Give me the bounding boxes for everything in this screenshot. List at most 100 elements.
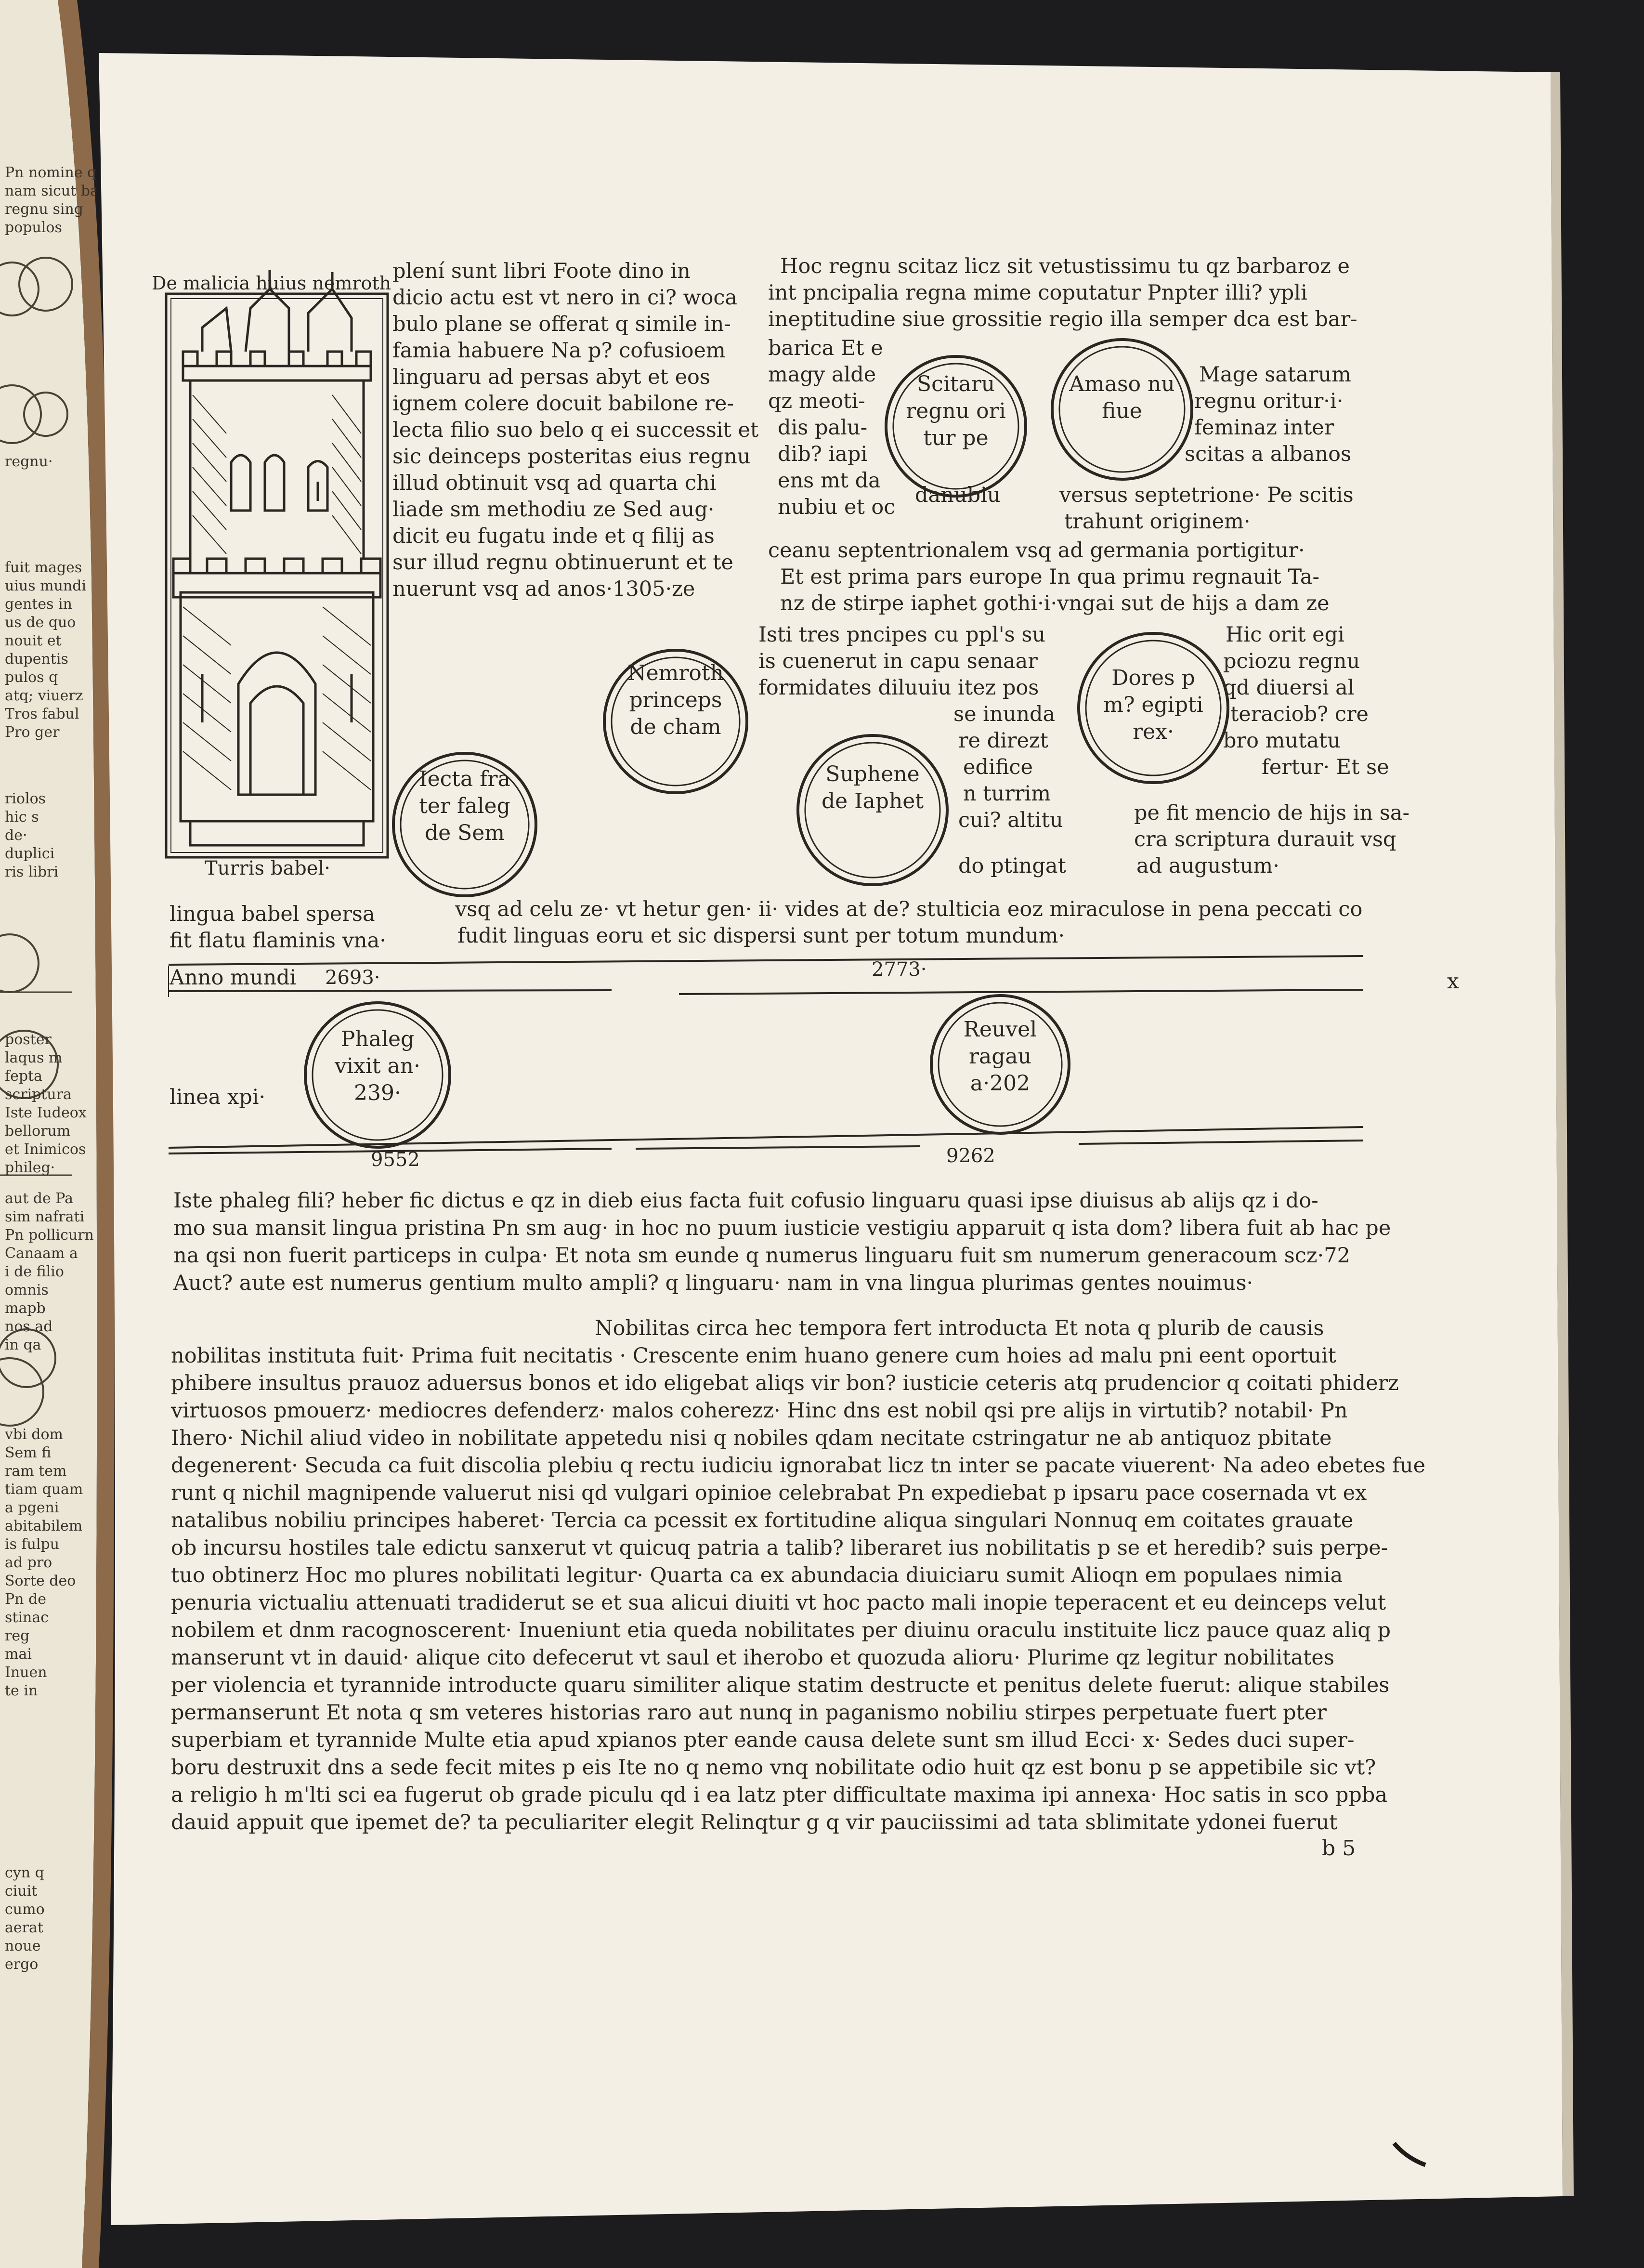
- text-line: Hic orit egi: [1226, 623, 1344, 647]
- fragment: hic s: [5, 809, 39, 826]
- text-line: Isti tres pncipes cu ppl's su: [758, 623, 1046, 647]
- left-page-text: Pn nomine quo nam sicut babili regnu sin…: [0, 0, 96, 2268]
- fragment: vbi dom: [5, 1426, 63, 1443]
- folio-number: b 5: [1322, 1836, 1356, 1861]
- circle-phaleg: [304, 1001, 451, 1149]
- fragment: cumo: [5, 1901, 45, 1918]
- text-line: ad augustum·: [1136, 854, 1279, 878]
- text-line: pciozu regnu: [1223, 649, 1360, 673]
- text-line: bulo plane se offerat q simile in-: [392, 312, 731, 336]
- text-line: ceanu septentrionalem vsq ad germania po…: [768, 538, 1305, 563]
- text-line: feminaz inter: [1194, 416, 1334, 440]
- text-line: superbiam et tyrannide Multe etia apud x…: [171, 1728, 1355, 1752]
- tower-caption: Turris babel·: [205, 857, 330, 879]
- fragment: dupentis: [5, 651, 68, 668]
- text-line: n turrim: [963, 782, 1051, 806]
- timeline-bottom-1: 9552: [371, 1149, 420, 1171]
- fragment: et Inimicos: [5, 1141, 86, 1158]
- fragment: regnu·: [5, 453, 53, 470]
- text-line: runt q nichil magnipende valuerut nisi q…: [171, 1481, 1367, 1505]
- text-line: Ihero· Nichil aliud video in nobilitate …: [171, 1426, 1332, 1450]
- circle-amaso: [1051, 338, 1193, 481]
- text-line: qd diuersi al: [1223, 676, 1355, 700]
- fragment: mapb: [5, 1300, 46, 1317]
- fragment: ciuit: [5, 1883, 38, 1900]
- text-line: nobilem et dnm racognoscerent· Inueniunt…: [171, 1618, 1391, 1642]
- text-line: ignem colere docuit babilone re-: [392, 392, 734, 416]
- fragment: abitabilem: [5, 1518, 83, 1534]
- fragment: laqus m: [5, 1049, 63, 1066]
- text-line: dib? iapi: [778, 442, 868, 466]
- text-line: ob incursu hostiles tale edictu sanxerut…: [171, 1536, 1388, 1560]
- text-line: edifice: [963, 755, 1033, 779]
- fragment: aut de Pa: [5, 1190, 74, 1207]
- fragment: a pgeni: [5, 1499, 59, 1516]
- left-page-gutter-shadow: [58, 0, 115, 2268]
- fragment: Pn pollicurn: [5, 1227, 94, 1244]
- fragment: atq; viuerz: [5, 687, 83, 704]
- text-line: dis palu-: [778, 416, 868, 440]
- circle-suphene: [796, 734, 949, 886]
- tower-heading: De malicia huius nemroth: [152, 273, 391, 294]
- text-line: manserunt vt in dauid· alique cito defec…: [171, 1646, 1334, 1670]
- text-line: per violencia et tyrannide introducte qu…: [171, 1673, 1390, 1697]
- text-line: cui? altitu: [958, 808, 1063, 832]
- fragment: bellorum: [5, 1123, 71, 1140]
- lingua-cont-2: fudit linguas eoru et sic dispersi sunt …: [457, 924, 1065, 948]
- fragment: populos: [5, 219, 62, 236]
- circle-label-phaleg: Phaleg vixit an· 239·: [334, 1027, 421, 1105]
- fragment: stinac: [5, 1609, 49, 1626]
- text-line: degenerent· Secuda ca fuit discolia pleb…: [171, 1454, 1426, 1478]
- fragment: Canaam a: [5, 1245, 78, 1262]
- text-line: dauid appuit que ipemet de? ta peculiari…: [171, 1810, 1338, 1835]
- circle-label-dores: Dores p m? egipti rex·: [1103, 666, 1203, 744]
- fragment: nouit et: [5, 632, 62, 649]
- text-line: is cuenerut in capu senaar: [758, 649, 1038, 673]
- text-line: se inunda: [953, 702, 1056, 726]
- fragment: Pn nomine quo: [5, 164, 96, 181]
- text-line: na qsi non fuerit particeps in culpa· Et…: [173, 1244, 1350, 1268]
- circle-dores: [1077, 632, 1229, 784]
- left-page-rules: [0, 991, 72, 1176]
- text-line: magy alde: [768, 363, 876, 387]
- left-page-circles: [0, 257, 73, 1427]
- text-line: penuria victualiu attenuati tradiderut s…: [171, 1591, 1386, 1615]
- fragment: us de quo: [5, 614, 76, 631]
- timeline-rules: [168, 955, 1363, 1154]
- fragment: ergo: [5, 1956, 39, 1973]
- fragment: tiam quam: [5, 1481, 83, 1498]
- fragment: uius mundi: [5, 577, 87, 594]
- fragment: Tros fabul: [5, 706, 79, 722]
- text-line: famia habuere Na p? cofusioem: [392, 339, 726, 363]
- text-line: a religio h m'lti sci ea fugerut ob grad…: [171, 1783, 1388, 1807]
- text-line: linguaru ad persas abyt et eos: [392, 365, 710, 389]
- fragment: i de filio: [5, 1263, 64, 1280]
- main-page: [99, 53, 1563, 2225]
- timeline-bottom-2: 9262: [946, 1145, 995, 1167]
- text-line: nuerunt vsq ad anos·1305·ze: [392, 577, 695, 601]
- fragment: de·: [5, 827, 27, 844]
- tower-woodcut: [165, 270, 389, 859]
- fragment: noue: [5, 1938, 41, 1954]
- fragment: fuit mages: [5, 559, 82, 576]
- page-edge-shadow: [1551, 72, 1574, 2196]
- linea-label: linea xpi·: [170, 1085, 266, 1109]
- fragment: cyn q: [5, 1864, 44, 1881]
- text-line: Iste phaleg fili? heber fic dictus e qz …: [173, 1189, 1318, 1213]
- fragment: omnis: [5, 1282, 49, 1298]
- anno-mundi-value-2: 2773·: [872, 958, 927, 981]
- fragment: scriptura: [5, 1086, 72, 1103]
- text-line: do ptingat: [958, 854, 1066, 878]
- fragment: Iste Iudeox: [5, 1104, 87, 1121]
- circle-label-scitaru: Scitaru regnu ori tur pe: [906, 372, 1006, 450]
- text-line: formidates diluuiu itez pos: [758, 676, 1039, 700]
- genealogy-circles: [304, 338, 1229, 1149]
- fragment: Pro ger: [5, 724, 60, 741]
- circle-label-amaso: Amaso nu fiue: [1069, 372, 1175, 423]
- text-line: nubiu et oc: [778, 495, 896, 519]
- ink-mark: [1392, 2142, 1426, 2167]
- fragment: Pn de: [5, 1591, 47, 1608]
- text-line: virtuosos pmouerz· mediocres defenderz· …: [171, 1399, 1348, 1423]
- left-page: [0, 0, 97, 2268]
- fragment: regnu sing: [5, 201, 83, 218]
